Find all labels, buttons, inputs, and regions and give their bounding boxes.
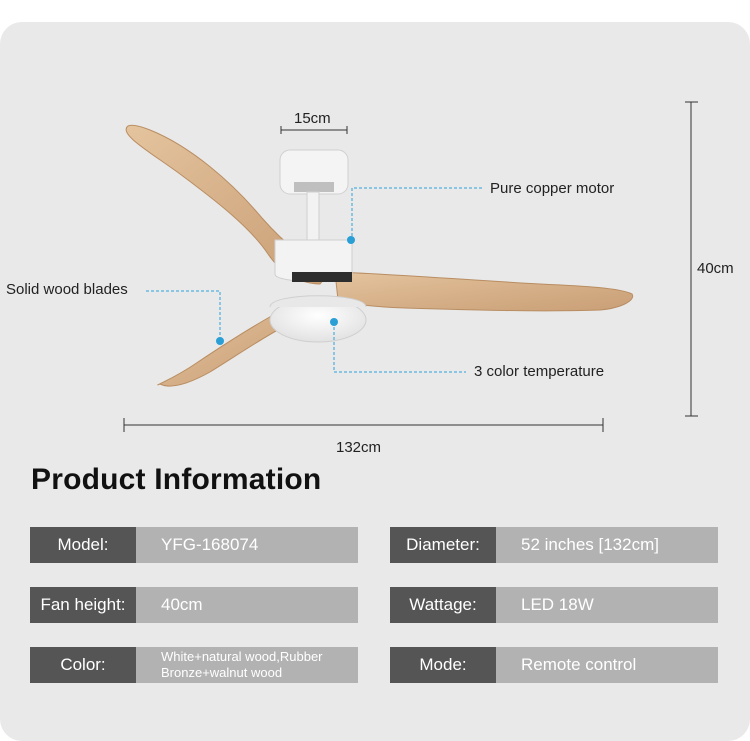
spec-model: Model: YFG-168074	[30, 527, 358, 563]
spec-diameter-label: Diameter:	[390, 527, 496, 563]
spec-diameter-value: 52 inches [132cm]	[496, 527, 718, 563]
callout-line-blades	[146, 290, 221, 340]
callout-line-light	[333, 322, 466, 373]
spec-mode-label: Mode:	[390, 647, 496, 683]
product-card: 15cm 40cm 132cm Pure copper motor Solid …	[0, 22, 750, 741]
section-title: Product Information	[31, 463, 322, 496]
callout-light: 3 color temperature	[474, 363, 605, 380]
callout-line-motor	[351, 187, 482, 240]
spec-color-value-line2: Bronze+walnut wood	[161, 665, 283, 680]
spec-fan-height: Fan height: 40cm	[30, 587, 358, 623]
spec-wattage-label: Wattage:	[390, 587, 496, 623]
callout-blades: Solid wood blades	[6, 281, 128, 298]
downrod	[306, 191, 320, 241]
spec-color: Color: White+natural wood,Rubber Bronze+…	[30, 647, 358, 683]
spec-color-value-line1: White+natural wood,Rubber	[161, 649, 323, 664]
spec-diameter: Diameter: 52 inches [132cm]	[390, 527, 718, 563]
spec-model-label: Model:	[30, 527, 136, 563]
spec-color-value: White+natural wood,Rubber Bronze+walnut …	[136, 647, 358, 683]
fan-blade-right	[334, 271, 634, 312]
height-label: 40cm	[697, 260, 734, 277]
fan-blade-lower	[157, 313, 286, 387]
callout-motor: Pure copper motor	[490, 180, 615, 197]
diameter-label: 132cm	[336, 439, 382, 456]
spec-color-label: Color:	[30, 647, 136, 683]
spec-mode-value: Remote control	[496, 647, 718, 683]
spec-mode: Mode: Remote control	[390, 647, 718, 683]
spec-model-value: YFG-168074	[136, 527, 358, 563]
motor-width-label: 15cm	[294, 110, 331, 127]
spec-wattage: Wattage: LED 18W	[390, 587, 718, 623]
ceiling-fan-illustration	[123, 101, 698, 432]
spec-wattage-value: LED 18W	[496, 587, 718, 623]
spec-fan-height-label: Fan height:	[30, 587, 136, 623]
spec-fan-height-value: 40cm	[136, 587, 358, 623]
